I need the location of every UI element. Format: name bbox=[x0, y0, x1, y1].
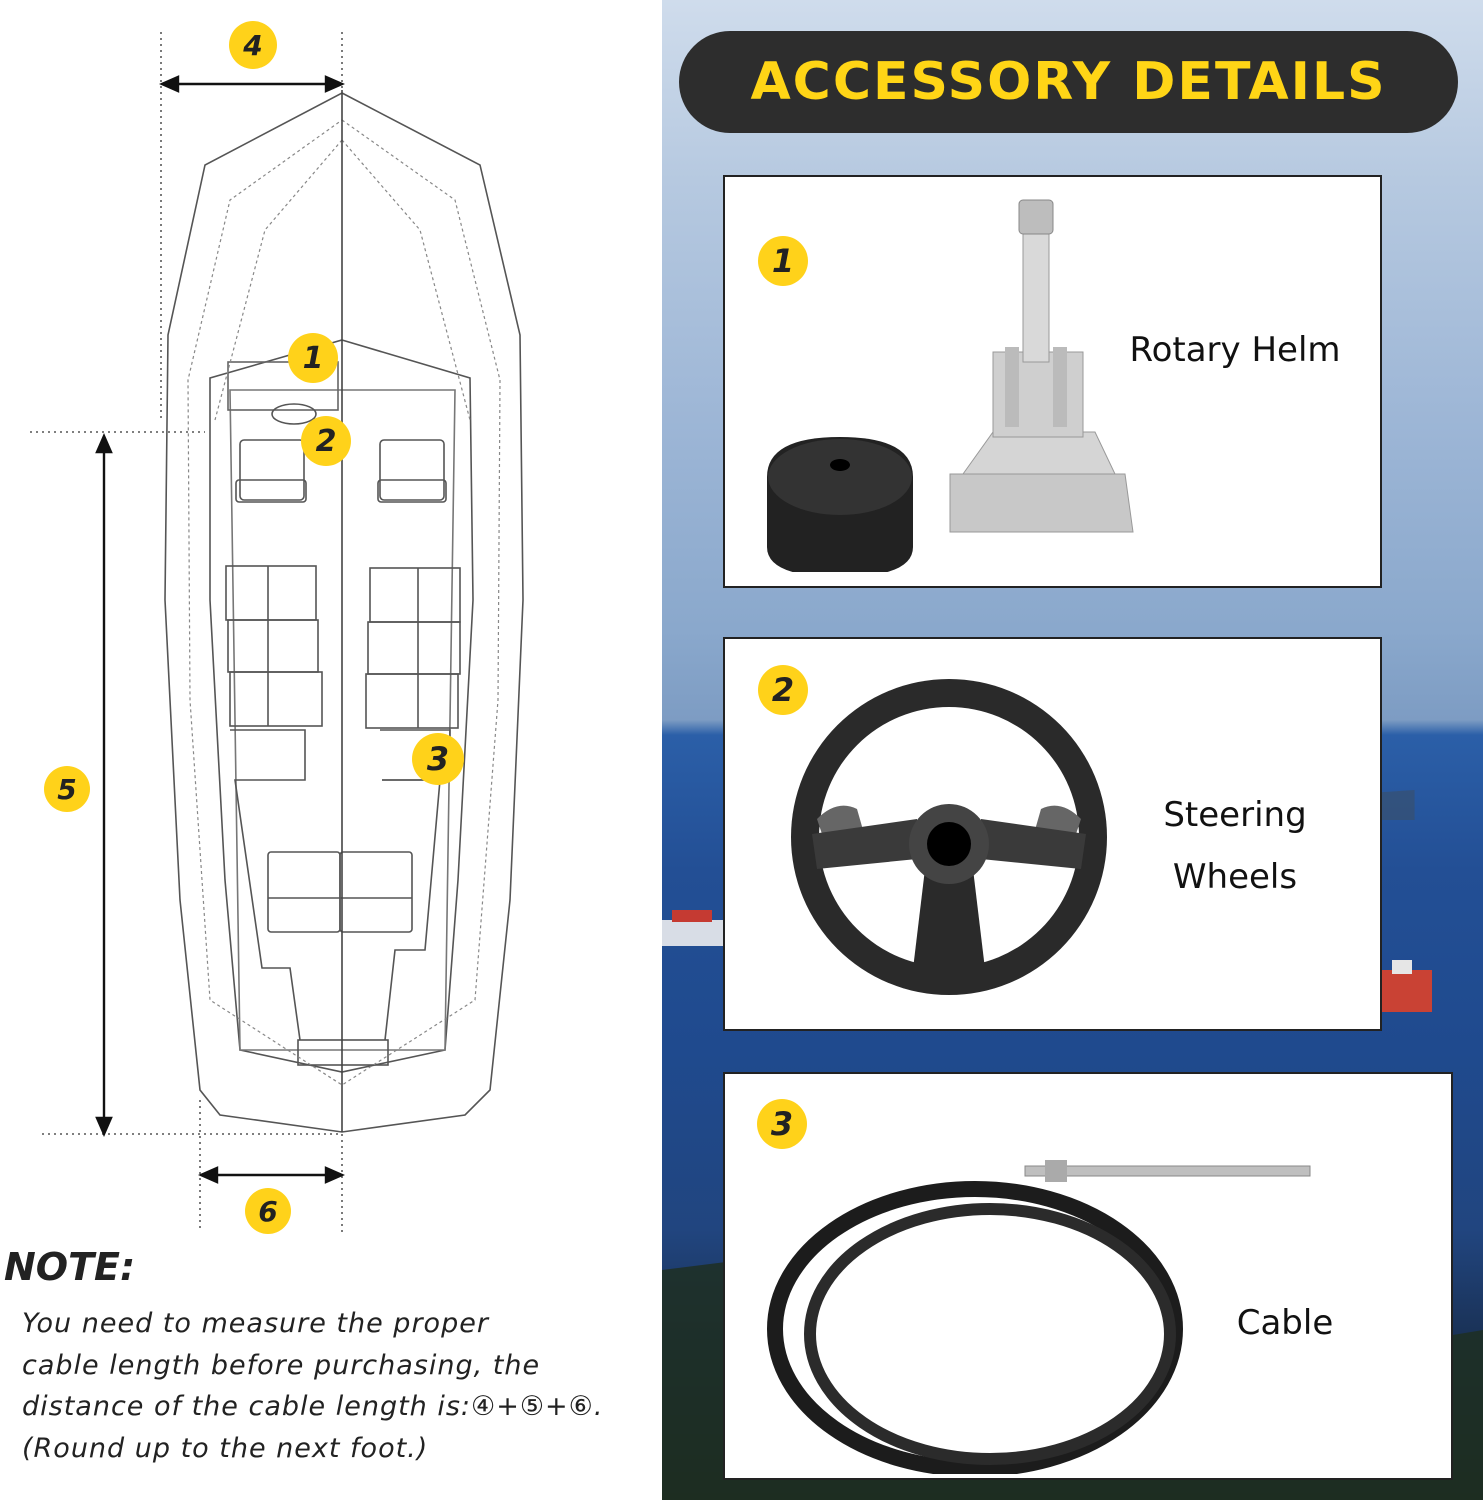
card-label: Cable bbox=[1236, 1303, 1334, 1343]
dimension-5-marker: 5 bbox=[44, 766, 90, 812]
note-line: distance of the cable length is:④+⑤+⑥. bbox=[22, 1391, 604, 1422]
note-title: NOTE: bbox=[4, 1245, 136, 1289]
hull-outline bbox=[164, 92, 524, 1133]
accessory-details-header: ACCESSORY DETAILS bbox=[679, 31, 1458, 133]
cable-image bbox=[767, 1160, 1311, 1474]
header-title: ACCESSORY DETAILS bbox=[750, 52, 1387, 112]
note-line: You need to measure the proper bbox=[22, 1308, 489, 1339]
card-label-line1: Steering bbox=[1163, 795, 1307, 835]
cable-position-marker: 3 bbox=[412, 733, 464, 785]
boat-diagram-panel: 4 1 2 3 5 6 NOTE: You need to measure th… bbox=[0, 0, 662, 1500]
boat-diagram bbox=[30, 32, 524, 1232]
card-number-badge: 1 bbox=[758, 236, 808, 286]
note-line: cable length before purchasing, the bbox=[22, 1349, 541, 1381]
wheel-position-marker: 2 bbox=[301, 416, 351, 466]
card-label-line2: Wheels bbox=[1172, 857, 1298, 897]
rotary-helm-card: 1 Rotary Helm bbox=[723, 175, 1382, 588]
card-label: Rotary Helm bbox=[1129, 330, 1341, 370]
dimension-6-marker: 6 bbox=[245, 1188, 291, 1234]
steering-wheel-card: 2 Steering Wheels bbox=[723, 637, 1382, 1031]
note-text: You need to measure the proper cable len… bbox=[22, 1303, 652, 1469]
card-number-badge: 2 bbox=[758, 665, 808, 715]
note-line: (Round up to the next foot.) bbox=[22, 1432, 429, 1464]
cable-card: 3 Cable bbox=[723, 1072, 1453, 1480]
dimension-4-marker: 4 bbox=[229, 21, 277, 69]
card-number-badge: 3 bbox=[757, 1099, 807, 1149]
rotary-helm-image bbox=[767, 199, 1134, 572]
helm-position-marker: 1 bbox=[288, 333, 338, 383]
steering-wheel-image bbox=[791, 679, 1107, 995]
